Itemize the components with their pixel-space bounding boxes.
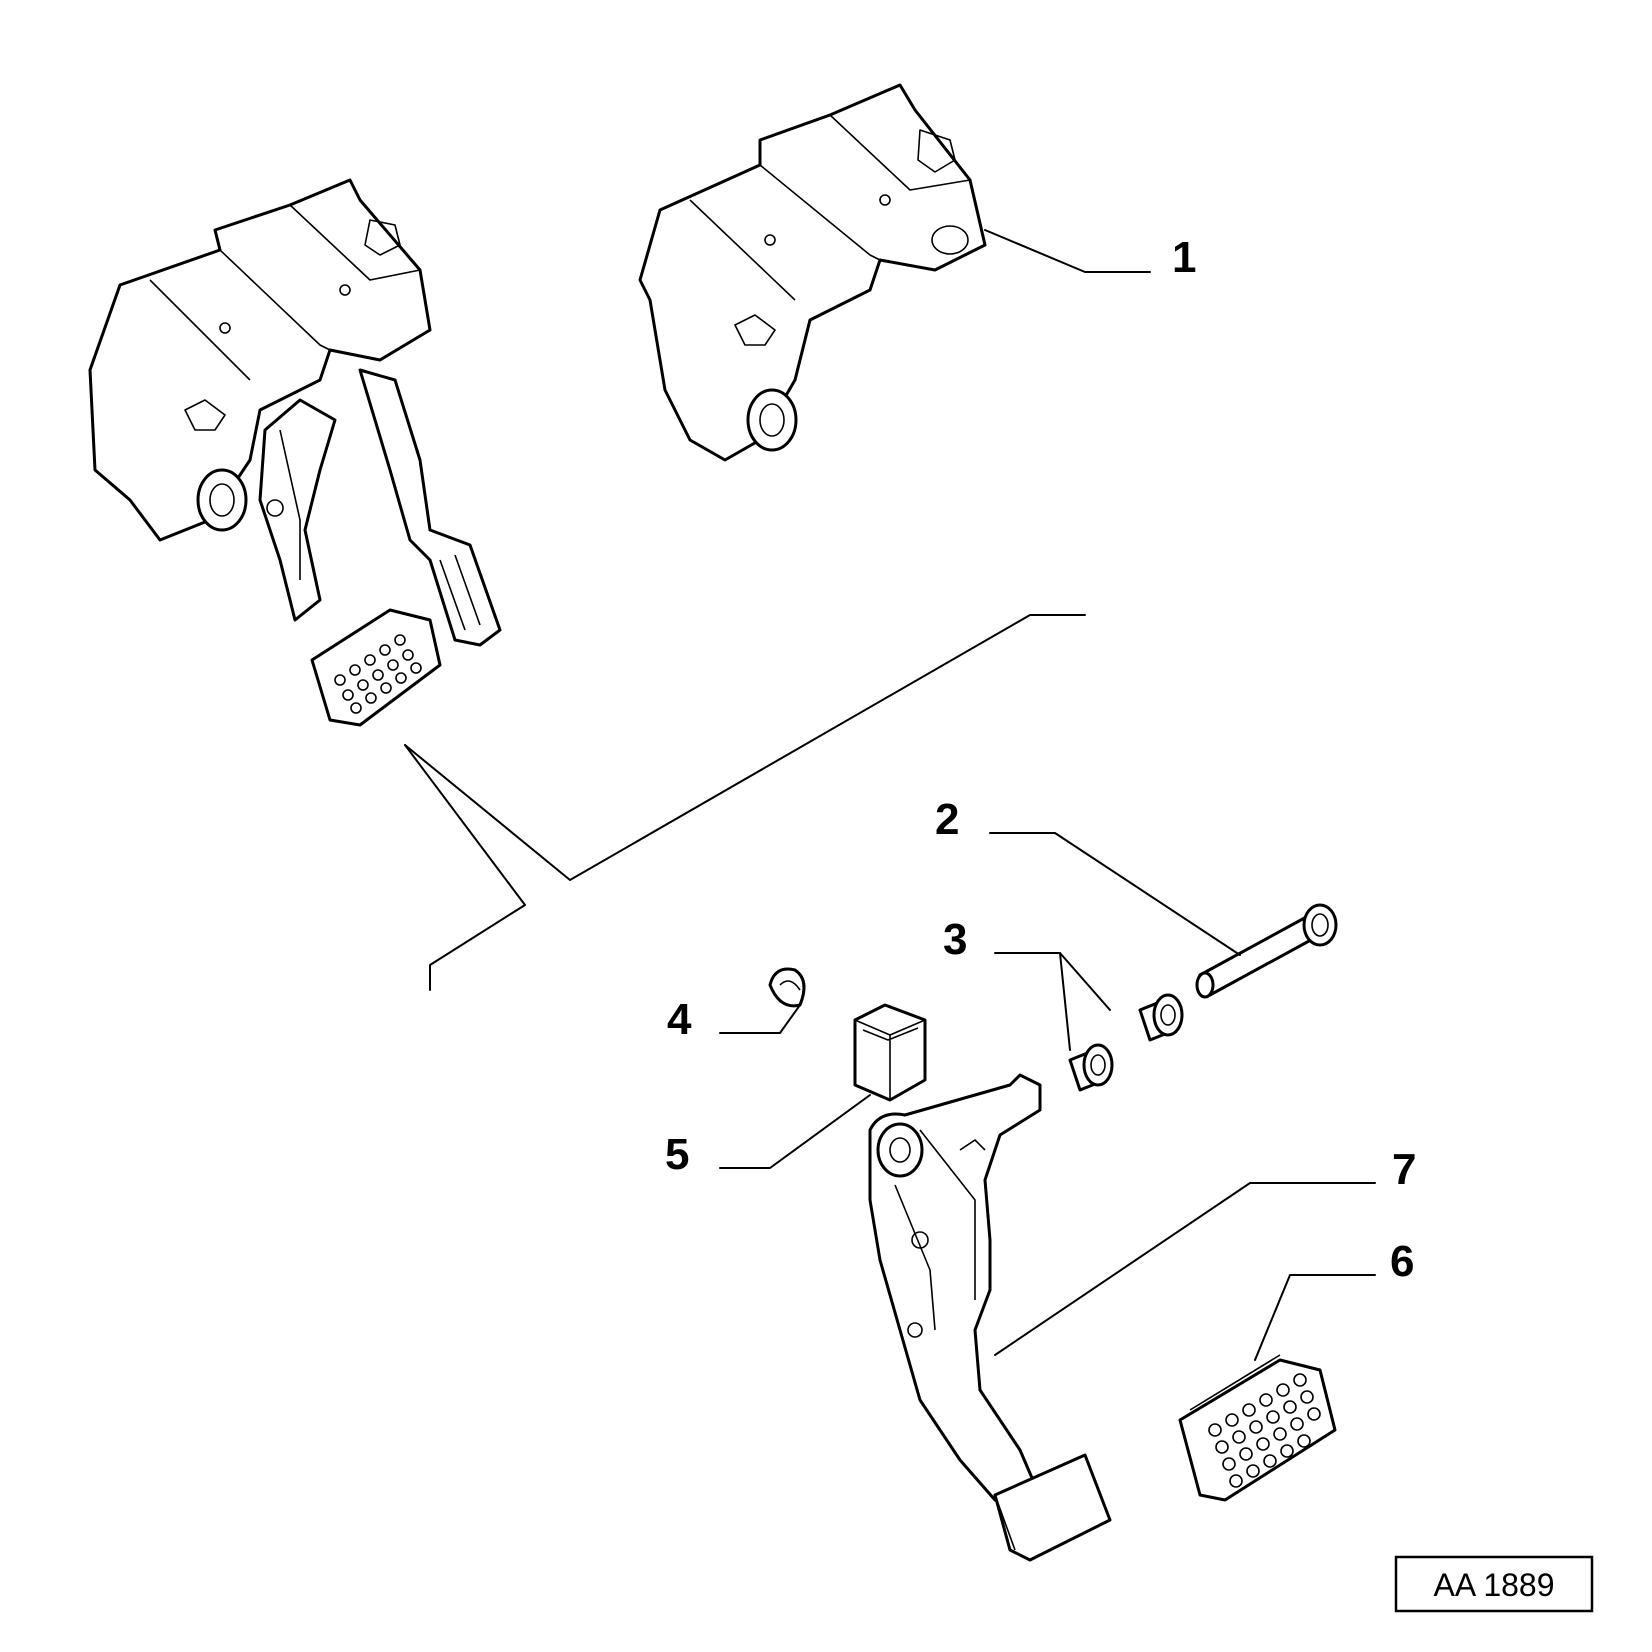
leader-1 [984, 229, 1151, 273]
leader-5 [719, 1094, 871, 1169]
part-7-pedal-lever [868, 1073, 1112, 1562]
leader-3b [1059, 952, 1071, 1051]
pedal-pad-texture [334, 634, 422, 714]
callout-6: 6 [1390, 1237, 1414, 1286]
assembled-pedal-box [88, 178, 502, 727]
part-3-bushings [1068, 993, 1184, 1092]
part-6-pedal-pad [1178, 1354, 1337, 1502]
callout-7: 7 [1392, 1145, 1416, 1194]
leader-4 [719, 1004, 801, 1034]
part-1-pedal-housing [638, 83, 987, 462]
callout-numbers: 1 2 3 4 5 6 7 [665, 233, 1416, 1286]
part-2-pivot-pin [1195, 903, 1338, 999]
leader-3a [994, 952, 1111, 1011]
callout-3: 3 [943, 915, 967, 964]
reference-code-box: AA 1889 [1394, 1555, 1594, 1613]
part-4-cap [768, 967, 806, 1008]
leader-7 [994, 1182, 1376, 1356]
reference-code: AA 1889 [1434, 1567, 1555, 1603]
callout-2: 2 [935, 795, 959, 844]
leader-6 [1254, 1274, 1376, 1361]
pedal-pad-texture-6 [1208, 1373, 1321, 1488]
explosion-bracket [404, 614, 1086, 991]
callout-4: 4 [667, 995, 692, 1044]
part-5-stop-pad [853, 1003, 927, 1102]
leader-lines [719, 229, 1376, 1361]
leader-2 [989, 832, 1241, 956]
callout-1: 1 [1172, 233, 1196, 282]
callout-5: 5 [665, 1130, 689, 1179]
